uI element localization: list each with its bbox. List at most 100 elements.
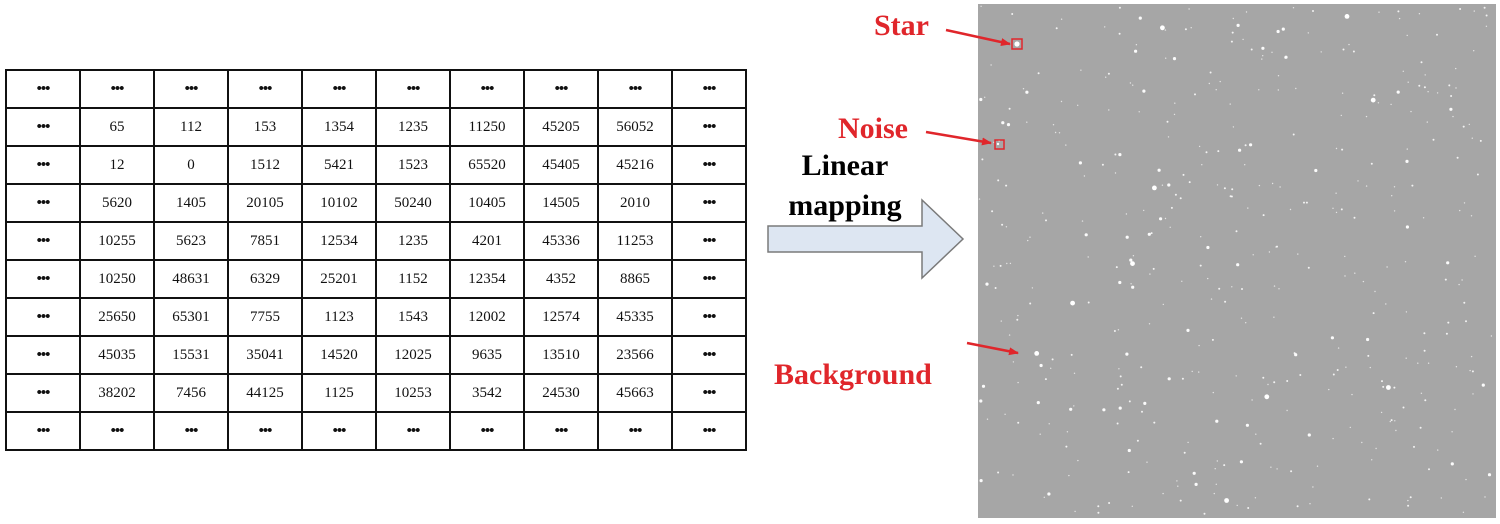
pixel-value-cell: 25201 (301, 259, 377, 299)
star-point (1271, 182, 1274, 185)
star-point (1484, 496, 1486, 498)
star-point (1357, 180, 1359, 182)
pixel-value-cell: 153 (227, 107, 303, 147)
star-point (1058, 132, 1061, 134)
star-point (1120, 383, 1123, 386)
star-point (1422, 217, 1425, 219)
star-point (984, 96, 986, 99)
star-point (1083, 175, 1086, 177)
star-point (1336, 369, 1339, 371)
star-point (987, 142, 990, 144)
pixel-value-cell: 38202 (79, 373, 155, 413)
star-point (1332, 207, 1334, 209)
star-point (1462, 125, 1465, 128)
star-point (1449, 107, 1453, 111)
star-point (1230, 40, 1233, 43)
star-point (1118, 32, 1121, 35)
star-point (1419, 426, 1422, 429)
star-point (1118, 406, 1122, 410)
star-point (1407, 499, 1409, 502)
star-point (1349, 426, 1351, 429)
star-point (1354, 272, 1356, 274)
star-point (1236, 263, 1240, 267)
ellipsis-cell: ••• (671, 297, 747, 337)
star-point (1159, 217, 1163, 221)
star-point (1107, 72, 1110, 75)
star-point (1214, 468, 1216, 470)
ellipsis-cell: ••• (227, 69, 303, 109)
star-point (1455, 87, 1457, 89)
star-point (1469, 369, 1471, 372)
star-point (1108, 502, 1111, 504)
star-point (1386, 385, 1391, 390)
star-point (1165, 57, 1167, 59)
star-point (1295, 87, 1297, 90)
star-point (1127, 471, 1130, 474)
star-point (1048, 423, 1050, 425)
star-point (1262, 376, 1265, 379)
star-point (1070, 300, 1075, 306)
star-point (1073, 372, 1076, 374)
ellipsis-cell: ••• (301, 411, 377, 451)
star-point (1309, 503, 1311, 505)
star-point (1424, 399, 1427, 402)
star-point (1277, 89, 1279, 91)
star-point (1188, 181, 1191, 184)
ellipsis-cell: ••• (449, 411, 525, 451)
star-point (1074, 510, 1076, 513)
pixel-value-cell: 1125 (301, 373, 377, 413)
star-point (1201, 164, 1203, 166)
star-point (1141, 410, 1143, 413)
star-point (1136, 439, 1139, 442)
star-point (1231, 31, 1234, 34)
star-point (1407, 81, 1409, 83)
star-point (1006, 123, 1011, 127)
star-point (1332, 437, 1334, 440)
pixel-value-cell: 24530 (523, 373, 599, 413)
star-point (1008, 334, 1011, 336)
star-point (1087, 256, 1089, 258)
star-point (1420, 392, 1423, 394)
star-point (1436, 33, 1438, 36)
ellipsis-cell: ••• (5, 107, 81, 147)
right-arrow-icon (767, 198, 965, 280)
star-point (1474, 255, 1476, 257)
star-point (1188, 8, 1190, 10)
pixel-value-cell: 45336 (523, 221, 599, 261)
star-point (1423, 332, 1426, 335)
star-point (1212, 391, 1214, 394)
star-point (1160, 25, 1165, 31)
star-point (1362, 280, 1365, 283)
pixel-value-cell: 12574 (523, 297, 599, 337)
star-point (1140, 366, 1143, 369)
star-point (1205, 151, 1208, 154)
star-point (1186, 328, 1190, 332)
pixel-value-cell: 10253 (375, 373, 451, 413)
star-point (1039, 433, 1041, 435)
star-point (1244, 164, 1246, 166)
star-point (1216, 184, 1219, 186)
star-point (1470, 215, 1473, 217)
star-point (1241, 288, 1243, 290)
star-point (1361, 441, 1363, 444)
ellipsis-cell: ••• (671, 259, 747, 299)
star-point (1113, 330, 1116, 332)
star-point (1008, 107, 1011, 110)
star-point (1259, 442, 1262, 445)
star-point (1292, 133, 1295, 136)
star-point (1455, 366, 1458, 368)
star-point (1404, 261, 1407, 263)
star-point (1114, 153, 1117, 156)
pixel-value-cell: 11253 (597, 221, 673, 261)
star-point (1240, 317, 1243, 319)
star-point (1200, 236, 1202, 238)
star-point (1031, 287, 1034, 289)
star-point (1127, 448, 1131, 453)
star-point (1006, 262, 1008, 265)
star-point (1179, 499, 1182, 502)
star-point (1258, 89, 1260, 91)
star-point (1132, 84, 1134, 86)
